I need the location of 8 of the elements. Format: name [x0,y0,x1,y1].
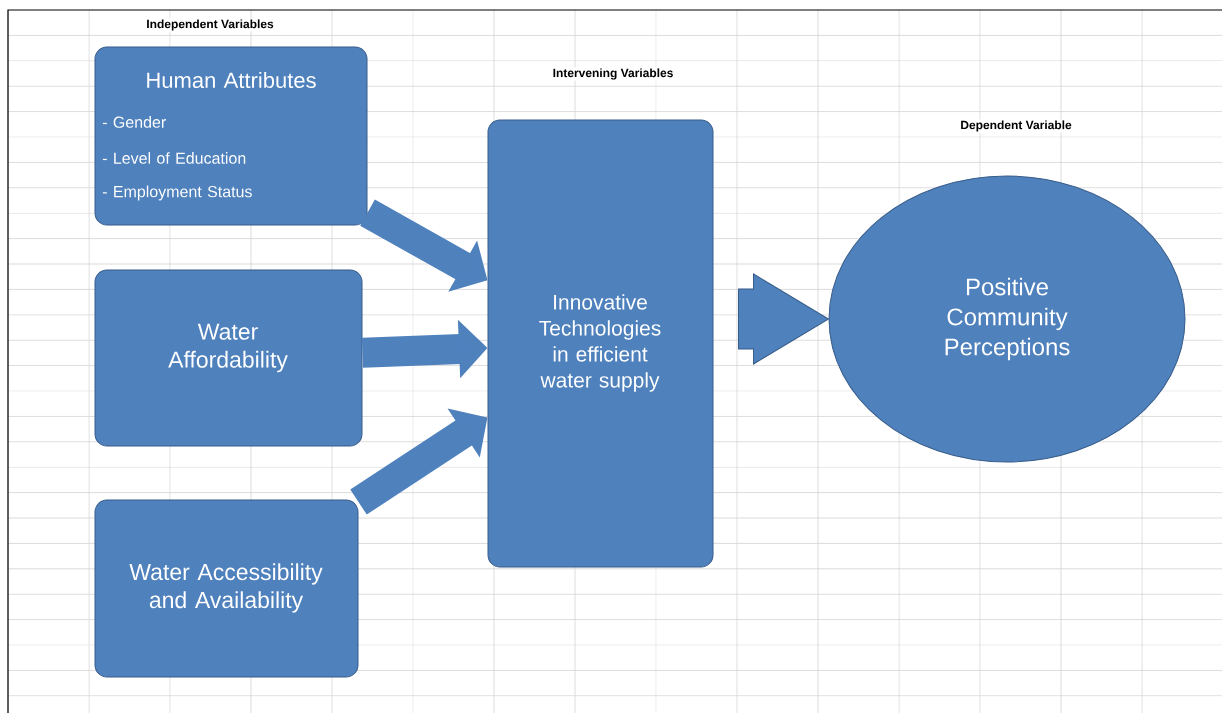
heading: Independent Variables [145,18,275,32]
rounded-box: Water Accessibility and Availability [94,499,359,678]
block-arrow [738,273,829,365]
rounded-box: Innovative Technologies in efficient water supply [487,119,714,568]
heading: Intervening Variables [551,67,675,81]
rounded-box: Human Attributes - Gender - Level of Education - Employment Status [94,46,368,226]
heading: Dependent Variable [959,119,1073,133]
rounded-box: Water Affordability [94,269,363,447]
